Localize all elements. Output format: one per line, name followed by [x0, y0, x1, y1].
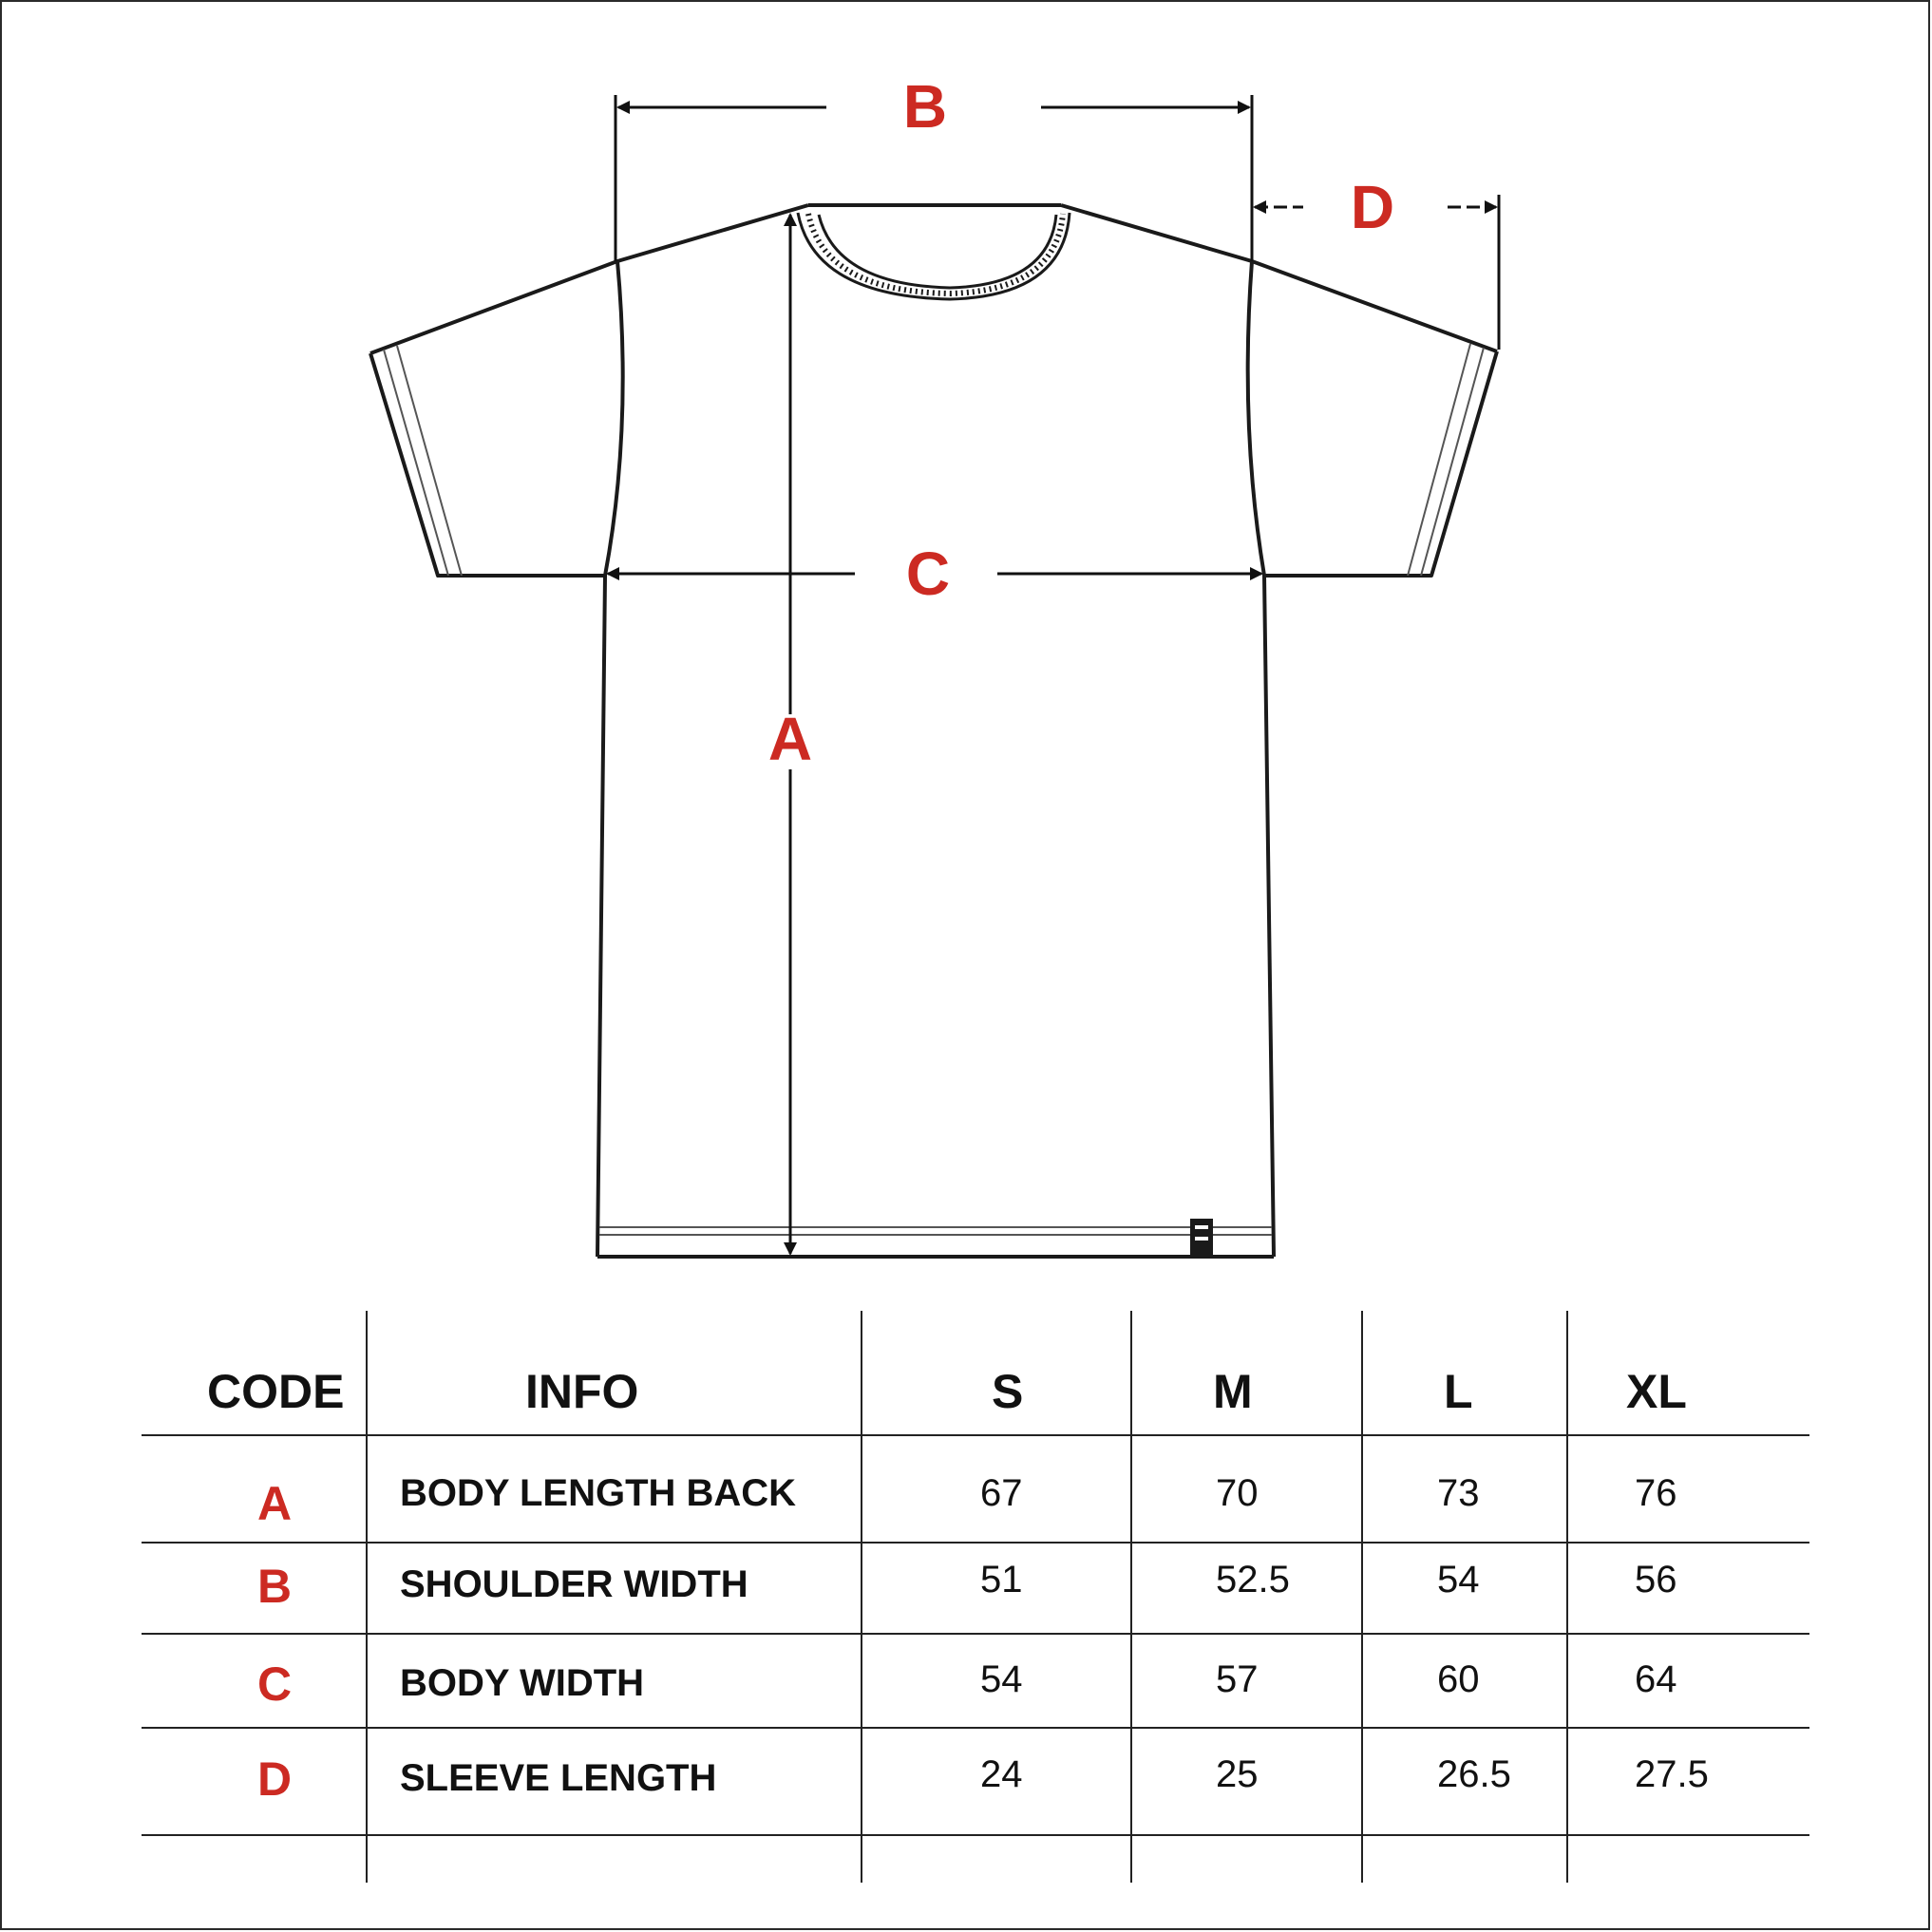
- header-info: INFO: [525, 1365, 639, 1418]
- row-value-m: 52.5: [1216, 1559, 1290, 1601]
- row-code: A: [256, 1477, 293, 1530]
- row-value-l: 73: [1437, 1472, 1480, 1514]
- sleeve-cuffs: [383, 343, 1485, 577]
- hem-band: [599, 1226, 1272, 1236]
- neckline-rib: [796, 212, 1071, 301]
- header-size-xl: XL: [1626, 1365, 1687, 1418]
- size-table-grid: [142, 1311, 1809, 1883]
- header-size-m: M: [1213, 1365, 1253, 1418]
- header-code: CODE: [207, 1365, 345, 1418]
- row-code: C: [256, 1657, 293, 1711]
- dimension-b-line: [614, 95, 1254, 261]
- row-code: B: [256, 1560, 293, 1613]
- dimension-a-label: A: [767, 705, 813, 773]
- tshirt-outline: [369, 203, 1499, 1259]
- row-value-l: 54: [1437, 1559, 1480, 1601]
- row-value-m: 70: [1216, 1472, 1259, 1514]
- row-value-s: 54: [980, 1658, 1023, 1700]
- row-value-s: 24: [980, 1753, 1023, 1795]
- row-value-m: 57: [1216, 1658, 1259, 1700]
- hem-tag-icon: [1190, 1219, 1213, 1255]
- row-value-xl: 76: [1635, 1472, 1677, 1514]
- header-size-l: L: [1444, 1365, 1473, 1418]
- dimension-c-label: C: [905, 540, 951, 608]
- dimension-d-line: [1253, 195, 1501, 350]
- row-info: SHOULDER WIDTH: [400, 1563, 748, 1605]
- row-value-m: 25: [1216, 1753, 1259, 1795]
- row-value-xl: 27.5: [1635, 1753, 1709, 1795]
- row-code: D: [256, 1752, 293, 1806]
- row-info: BODY WIDTH: [400, 1662, 645, 1704]
- dimension-d-label: D: [1350, 173, 1395, 241]
- row-value-xl: 64: [1635, 1658, 1677, 1700]
- row-value-s: 67: [980, 1472, 1023, 1514]
- header-size-s: S: [992, 1365, 1024, 1418]
- dimension-b-label: B: [902, 72, 948, 141]
- row-value-s: 51: [980, 1559, 1023, 1601]
- row-value-l: 26.5: [1437, 1753, 1511, 1795]
- row-info: SLEEVE LENGTH: [400, 1757, 717, 1799]
- row-value-l: 60: [1437, 1658, 1480, 1700]
- row-info: BODY LENGTH BACK: [400, 1472, 797, 1514]
- row-value-xl: 56: [1635, 1559, 1677, 1601]
